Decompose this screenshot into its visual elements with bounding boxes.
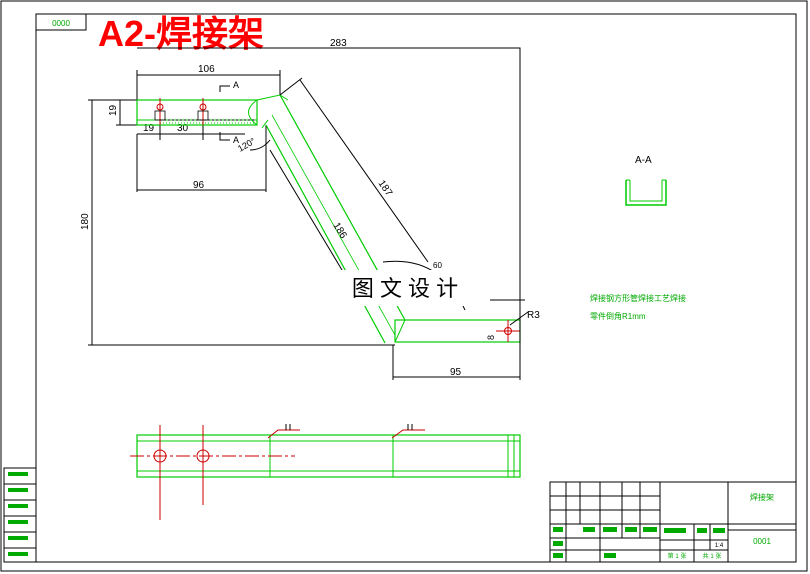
dim-r3: R3 [527, 310, 540, 321]
title-block-sheet: 第 1 张 [668, 552, 687, 560]
top-arm [136, 99, 258, 126]
dim-187-line [299, 79, 429, 263]
title-block-sheets: 共 1 张 [703, 552, 722, 560]
title-block-code: 0001 [753, 537, 771, 546]
title-block-scale: 1:4 [715, 543, 724, 549]
section-marker-top: A [233, 80, 239, 90]
top-left-code: 0000 [52, 19, 70, 28]
section-marker-bottom: A [233, 135, 239, 145]
dim-283: 283 [330, 38, 347, 49]
top-view [130, 424, 521, 520]
dim-95: 95 [450, 367, 462, 378]
dim-30: 30 [177, 123, 189, 134]
section-label: A-A [635, 155, 652, 166]
dim-187: 187 [376, 178, 395, 198]
note-line-2: 零件倒角R1mm [590, 311, 646, 321]
main-view: 283 106 180 19 19 30 96 [80, 38, 540, 380]
dim-19-vertical: 19 [108, 104, 119, 116]
title-block: 焊接架 0001 1:4 第 1 张 共 1 张 [549, 481, 797, 563]
watermark-box [330, 270, 480, 306]
section-view: A-A [625, 155, 667, 206]
note-line-1: 焊接钢方形管焊接工艺焊接 [590, 293, 686, 303]
title-block-name: 焊接架 [750, 492, 774, 502]
dim-19-horizontal: 19 [143, 123, 155, 134]
dim-96: 96 [193, 180, 205, 191]
dim-8: 8 [486, 335, 496, 340]
dim-120-angle: 120° [236, 136, 257, 154]
watermark: 图 文 设 计 [352, 276, 458, 301]
channel-section [625, 180, 667, 206]
dim-186: 186 [330, 221, 348, 241]
code-box [35, 13, 87, 31]
drawing-title: A2-焊接架 [98, 13, 264, 54]
dim-106: 106 [198, 64, 215, 75]
envelope-top [137, 47, 521, 300]
dim-180: 180 [80, 213, 91, 230]
diagonal-arm-inner [265, 124, 386, 344]
revision-strip [3, 467, 37, 563]
inner-border [35, 13, 797, 563]
dim-60-angle: 60 [433, 261, 442, 270]
